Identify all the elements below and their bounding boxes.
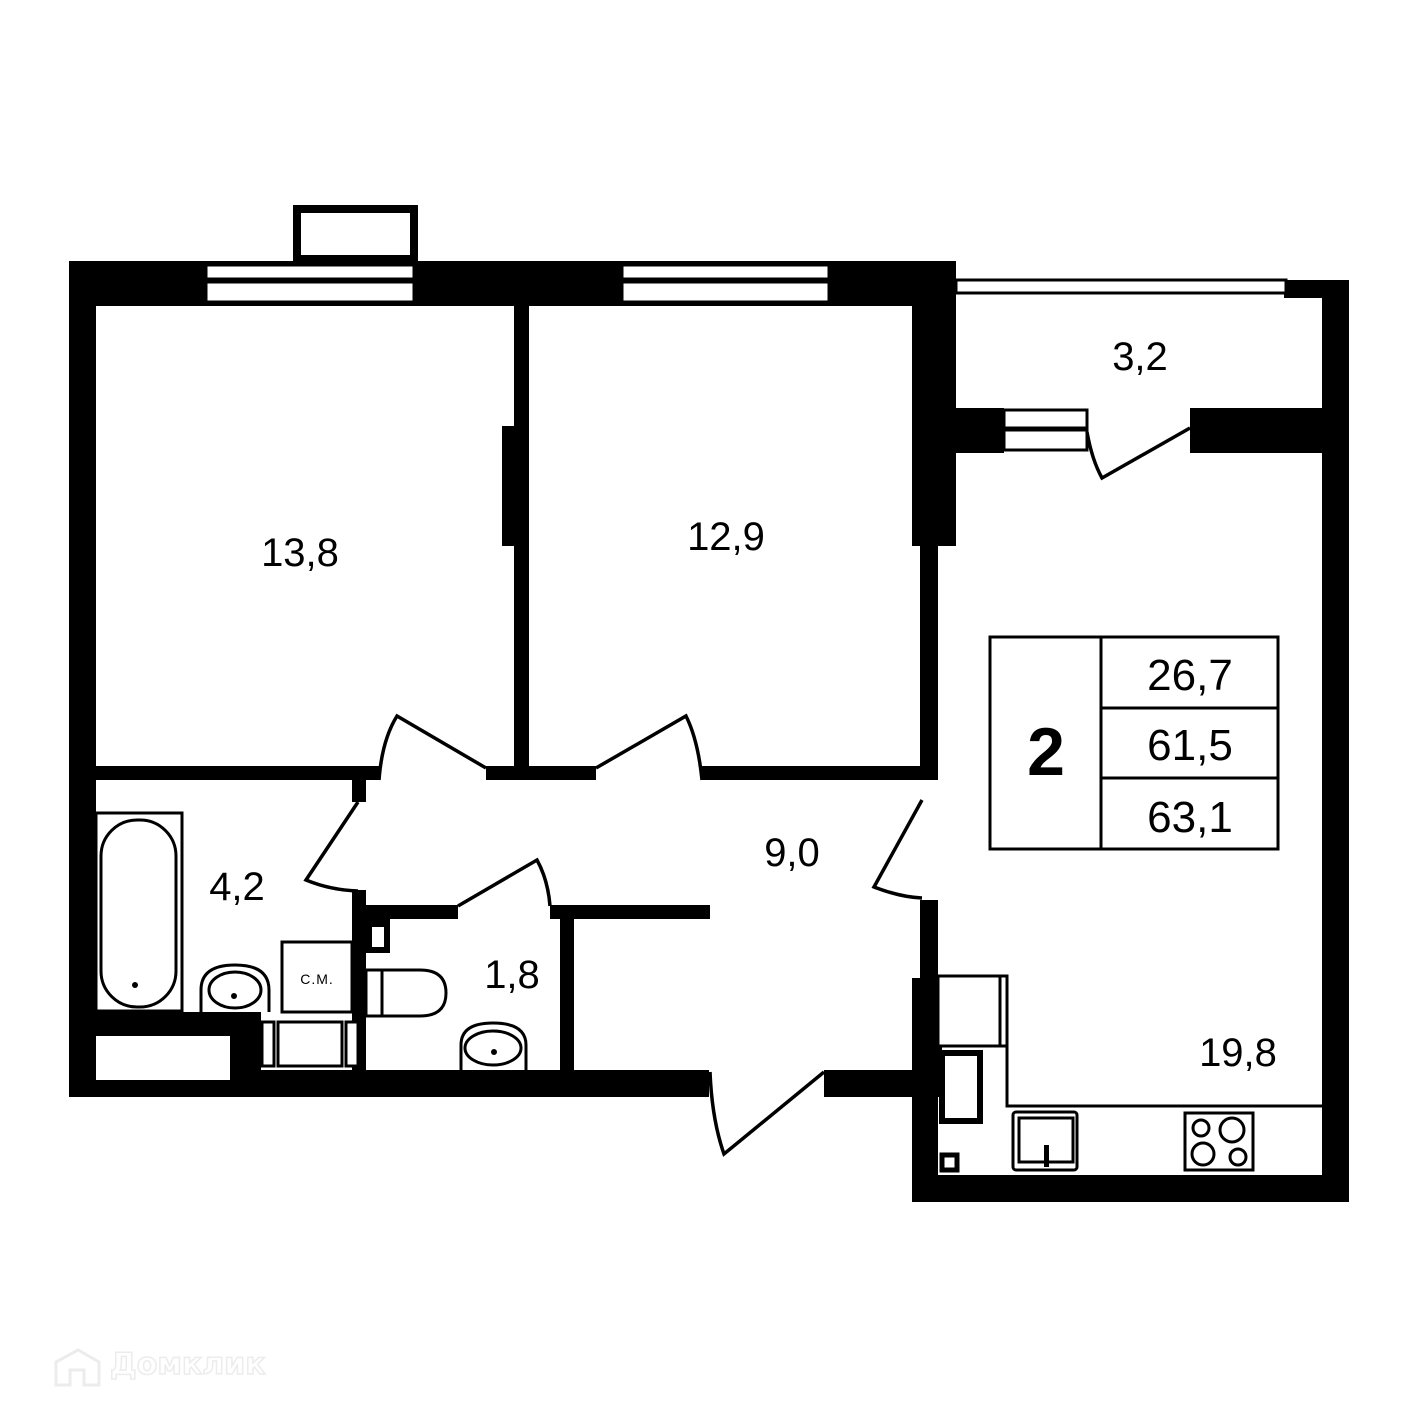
bathtub-icon bbox=[99, 818, 178, 1009]
house-logo-icon bbox=[54, 1348, 101, 1387]
total-area-with-balcony: 63,1 bbox=[1147, 793, 1233, 842]
room-area-toilet: 1,8 bbox=[484, 953, 540, 997]
door-balcony bbox=[1085, 426, 1191, 481]
walls bbox=[69, 261, 1349, 1202]
window-bedroom-1-a bbox=[204, 263, 416, 281]
ac-unit bbox=[293, 205, 418, 263]
door-entrance bbox=[708, 1070, 826, 1157]
door-bedroom-2 bbox=[595, 713, 704, 781]
room-area-bathroom: 4,2 bbox=[209, 865, 265, 909]
windows bbox=[204, 263, 1288, 1068]
window-balcony-door-b bbox=[1002, 428, 1089, 452]
room-count: 2 bbox=[1027, 714, 1065, 790]
door-kitchen bbox=[871, 799, 924, 900]
fixtures bbox=[94, 811, 1322, 1173]
window-bedroom-2-a bbox=[620, 263, 831, 281]
toilet-icon bbox=[380, 968, 448, 1018]
room-area-bedroom-1: 13,8 bbox=[261, 531, 339, 575]
window-balcony-door-a bbox=[1002, 408, 1089, 430]
watermark-brand: Домклик bbox=[110, 1347, 266, 1382]
window-balcony bbox=[954, 278, 1288, 295]
room-area-hallway: 9,0 bbox=[764, 831, 820, 875]
total-area: 61,5 bbox=[1147, 721, 1233, 770]
watermark: Домклик bbox=[54, 1346, 266, 1387]
doors bbox=[303, 426, 1191, 1157]
summary-table bbox=[988, 635, 1280, 851]
room-area-balcony: 3,2 bbox=[1112, 335, 1168, 379]
washing-machine-label: С.М. bbox=[300, 971, 334, 987]
door-bedroom-1 bbox=[377, 713, 487, 781]
door-bathroom bbox=[303, 801, 360, 893]
window-bedroom-2-b bbox=[620, 280, 831, 304]
door-toilet bbox=[457, 857, 552, 908]
washing-machine-icon bbox=[280, 940, 354, 1014]
fridge-icon bbox=[936, 974, 1002, 1048]
living-area: 26,7 bbox=[1147, 651, 1233, 700]
room-area-kitchen: 19,8 bbox=[1199, 1031, 1277, 1075]
window-bedroom-1-b bbox=[204, 280, 416, 304]
room-area-bedroom-2: 12,9 bbox=[687, 515, 765, 559]
